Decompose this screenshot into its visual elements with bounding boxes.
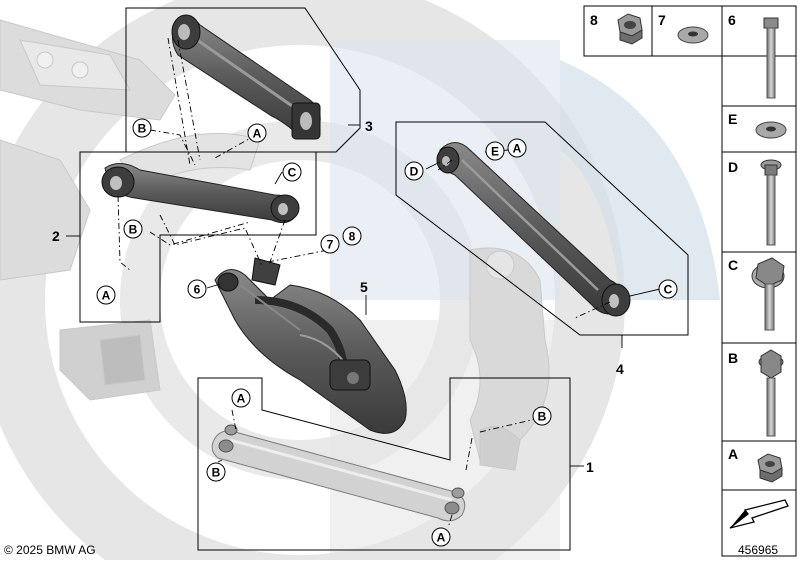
frame-item-1	[197, 377, 571, 551]
svg-text:B: B	[138, 122, 147, 136]
callout-e-camber-arm: E	[485, 141, 505, 161]
callout-a-toe-link: A	[96, 285, 116, 305]
svg-text:B: B	[538, 410, 547, 424]
toe-link	[101, 163, 300, 224]
panel-label-8: 8	[590, 12, 598, 28]
callout-b-strut-right: B	[532, 406, 552, 426]
panel-label-6: 6	[728, 12, 736, 28]
panel-label-7: 7	[658, 12, 666, 28]
svg-text:D: D	[410, 165, 419, 179]
svg-text:A: A	[237, 392, 246, 406]
svg-text:8: 8	[349, 230, 356, 244]
copyright-text: © 2025 BMW AG	[4, 543, 96, 557]
bolt-icon	[760, 159, 782, 246]
panel-label-a: A	[728, 446, 738, 462]
item-number-5: 5	[360, 279, 368, 295]
lower-wishbone	[214, 257, 407, 434]
callout-6: 6	[187, 279, 207, 299]
callout-c-toe-link: C	[282, 162, 302, 182]
item-number-1: 1	[586, 459, 594, 475]
ghost-subframe	[0, 19, 550, 471]
svg-text:7: 7	[327, 238, 334, 252]
svg-text:A: A	[513, 142, 522, 156]
diagram-number: 456965	[738, 543, 778, 557]
frame-item-2	[79, 151, 317, 323]
svg-text:A: A	[102, 289, 111, 303]
callout-a-strut-bottom: A	[431, 527, 451, 547]
washer-icon	[755, 121, 787, 139]
panel-label-b: B	[728, 350, 738, 366]
callout-a-camber-arm: A	[507, 138, 527, 158]
hex-nut-icon	[757, 453, 783, 483]
assembly-lines	[117, 37, 611, 529]
hex-nut-icon	[617, 13, 643, 45]
callout-b-strut-left: B	[206, 462, 226, 482]
tension-strut	[211, 424, 466, 522]
callout-b-upper-arm: B	[132, 118, 152, 138]
assembly-frames	[79, 7, 689, 551]
svg-text:6: 6	[194, 283, 201, 297]
item-number-4: 4	[616, 361, 624, 377]
callout-c-camber-arm: C	[658, 279, 678, 299]
upper-control-arm	[171, 14, 321, 140]
svg-text:B: B	[129, 223, 138, 237]
hex-bolt-icon	[758, 349, 784, 437]
item-number-2: 2	[52, 228, 60, 244]
svg-text:A: A	[253, 127, 262, 141]
panel-label-e: E	[728, 111, 737, 127]
camber-arm	[436, 142, 631, 317]
svg-text:C: C	[288, 166, 297, 180]
callout-8: 8	[342, 226, 362, 246]
eccentric-bolt-icon	[751, 257, 785, 331]
svg-text:B: B	[212, 466, 221, 480]
frame-item-4	[395, 121, 689, 336]
panel-label-c: C	[728, 257, 738, 273]
bolt-icon	[763, 17, 779, 99]
arrow-icon	[724, 492, 794, 536]
callout-a-strut-top: A	[231, 388, 251, 408]
callout-a-upper-arm: A	[247, 123, 267, 143]
washer-icon	[677, 26, 709, 44]
svg-text:A: A	[437, 531, 446, 545]
panel-label-d: D	[728, 159, 738, 175]
callout-b-toe-link: B	[123, 219, 143, 239]
callout-7: 7	[320, 234, 340, 254]
svg-text:C: C	[664, 283, 673, 297]
callout-d-camber-arm: D	[404, 161, 424, 181]
svg-text:E: E	[491, 145, 499, 159]
item-number-3: 3	[365, 118, 373, 134]
parts-panel: 8 7 6 E D C	[583, 5, 797, 557]
panel-column	[721, 55, 797, 557]
item-numbers: 1 2 3 4 5	[52, 118, 624, 475]
